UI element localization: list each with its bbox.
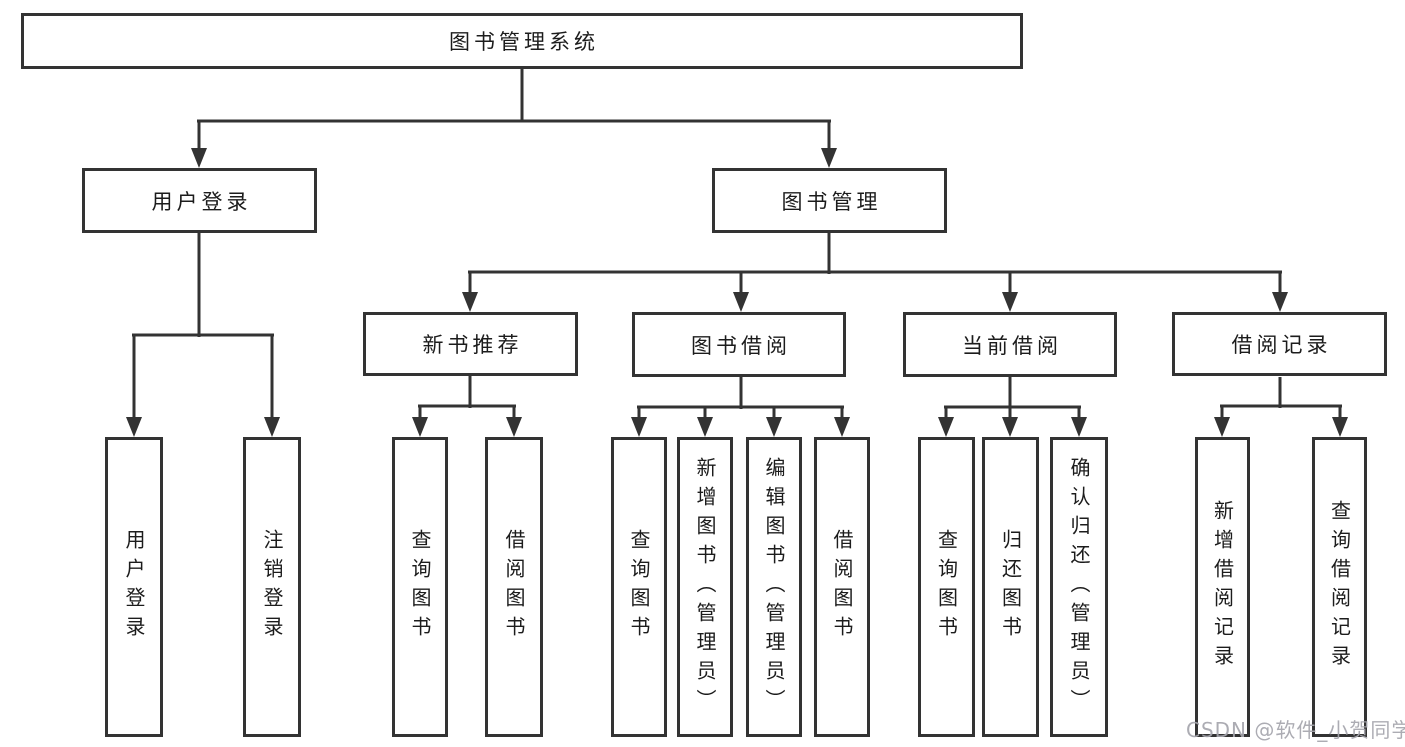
node-book-borrowing: 图书借阅	[632, 312, 846, 377]
node-current-borrowing: 当前借阅	[903, 312, 1117, 377]
connector-root-to-level2	[191, 69, 837, 168]
connector-user-login-branch	[126, 233, 280, 437]
leaf-borrow-books-recommend: 借阅图书	[485, 437, 543, 737]
leaf-query-books-borrowing: 查询图书	[611, 437, 667, 737]
leaf-borrow-books: 借阅图书	[814, 437, 870, 737]
leaf-logout: 注销登录	[243, 437, 301, 737]
leaf-query-borrow-record: 查询借阅记录	[1312, 437, 1367, 737]
leaf-query-books-recommend: 查询图书	[392, 437, 448, 737]
node-borrow-records: 借阅记录	[1172, 312, 1387, 376]
node-book-management: 图书管理	[712, 168, 947, 233]
leaf-user-login: 用户登录	[105, 437, 163, 737]
node-new-book-recommend: 新书推荐	[363, 312, 578, 376]
leaf-confirm-return-admin: 确认归还（管理员）	[1050, 437, 1108, 737]
connector-new-book-recommend-branch	[412, 376, 522, 437]
node-user-login: 用户登录	[82, 168, 317, 233]
csdn-watermark: CSDN @软件_小贺同学	[1186, 718, 1405, 742]
connector-borrow-records-branch	[1214, 377, 1348, 437]
leaf-query-books-current: 查询图书	[918, 437, 975, 737]
connector-current-borrowing-branch	[938, 377, 1087, 437]
leaf-add-books-admin: 新增图书（管理员）	[677, 437, 733, 737]
leaf-add-borrow-record: 新增借阅记录	[1195, 437, 1250, 737]
leaf-edit-books-admin: 编辑图书（管理员）	[746, 437, 802, 737]
leaf-return-books: 归还图书	[982, 437, 1039, 737]
node-library-management-system: 图书管理系统	[21, 13, 1023, 69]
connector-book-management-branch	[462, 233, 1288, 312]
connector-book-borrowing-branch	[631, 377, 850, 437]
